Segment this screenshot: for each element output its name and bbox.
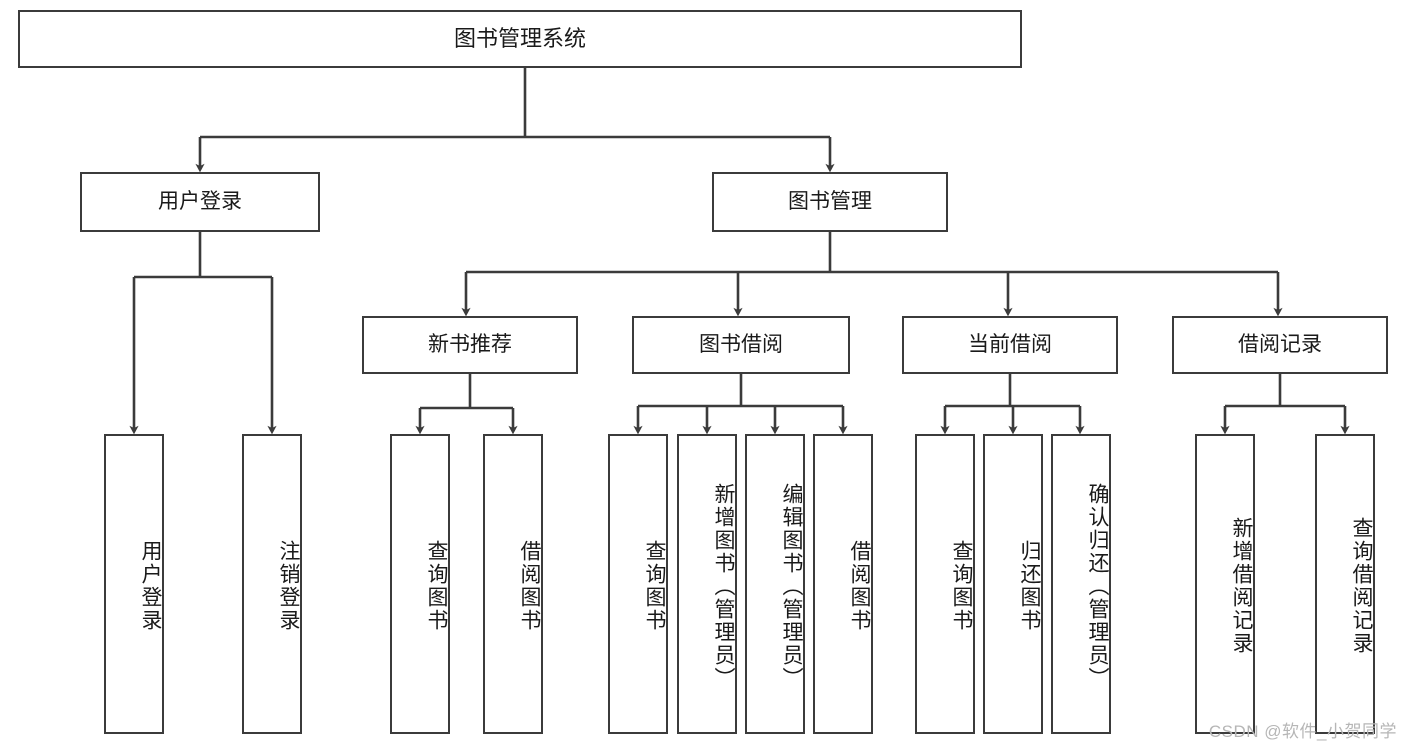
node-label: 借阅记录 [1238, 333, 1322, 357]
node-leaf-borrow-book-2[interactable]: 借阅图书 [813, 434, 873, 734]
node-leaf-add-record[interactable]: 新增借阅记录 [1195, 434, 1255, 734]
node-label: 新书推荐 [428, 333, 512, 357]
node-leaf-borrow-book-1[interactable]: 借阅图书 [483, 434, 543, 734]
node-label: 注销登录 [277, 540, 300, 632]
node-label: 新增借阅记录 [1230, 517, 1253, 655]
node-leaf-logout[interactable]: 注销登录 [242, 434, 302, 734]
node-label: 图书借阅 [699, 333, 783, 357]
node-label: 编辑图书（管理员） [780, 482, 803, 690]
node-leaf-add-book[interactable]: 新增图书（管理员） [677, 434, 737, 734]
node-root-book-management-system[interactable]: 图书管理系统 [18, 10, 1022, 68]
node-label: 当前借阅 [968, 333, 1052, 357]
watermark-text: CSDN @软件_小贺同学 [1208, 722, 1397, 741]
node-leaf-query-book-2[interactable]: 查询图书 [608, 434, 668, 734]
node-leaf-query-book-3[interactable]: 查询图书 [915, 434, 975, 734]
node-leaf-user-login[interactable]: 用户登录 [104, 434, 164, 734]
node-label: 借阅图书 [848, 540, 871, 632]
node-label: 查询图书 [643, 540, 666, 632]
node-label: 用户登录 [158, 190, 242, 214]
node-book-manage[interactable]: 图书管理 [712, 172, 948, 232]
node-leaf-confirm-return[interactable]: 确认归还（管理员） [1051, 434, 1111, 734]
node-leaf-return-book[interactable]: 归还图书 [983, 434, 1043, 734]
node-label: 用户登录 [139, 540, 162, 632]
node-label: 新增图书（管理员） [712, 482, 735, 690]
node-leaf-query-record[interactable]: 查询借阅记录 [1315, 434, 1375, 734]
node-label: 图书管理系统 [453, 25, 586, 51]
node-label: 查询图书 [950, 540, 973, 632]
node-leaf-query-book-1[interactable]: 查询图书 [390, 434, 450, 734]
node-new-book-recommend[interactable]: 新书推荐 [362, 316, 578, 374]
node-current-borrow[interactable]: 当前借阅 [902, 316, 1118, 374]
node-book-borrow[interactable]: 图书借阅 [632, 316, 850, 374]
node-leaf-edit-book[interactable]: 编辑图书（管理员） [745, 434, 805, 734]
node-label: 图书管理 [788, 190, 872, 214]
node-user-login[interactable]: 用户登录 [80, 172, 320, 232]
node-borrow-record[interactable]: 借阅记录 [1172, 316, 1388, 374]
node-label: 确认归还（管理员） [1086, 482, 1109, 690]
node-label: 归还图书 [1018, 540, 1041, 632]
node-label: 查询借阅记录 [1350, 517, 1373, 655]
node-label: 查询图书 [425, 540, 448, 632]
node-label: 借阅图书 [518, 540, 541, 632]
